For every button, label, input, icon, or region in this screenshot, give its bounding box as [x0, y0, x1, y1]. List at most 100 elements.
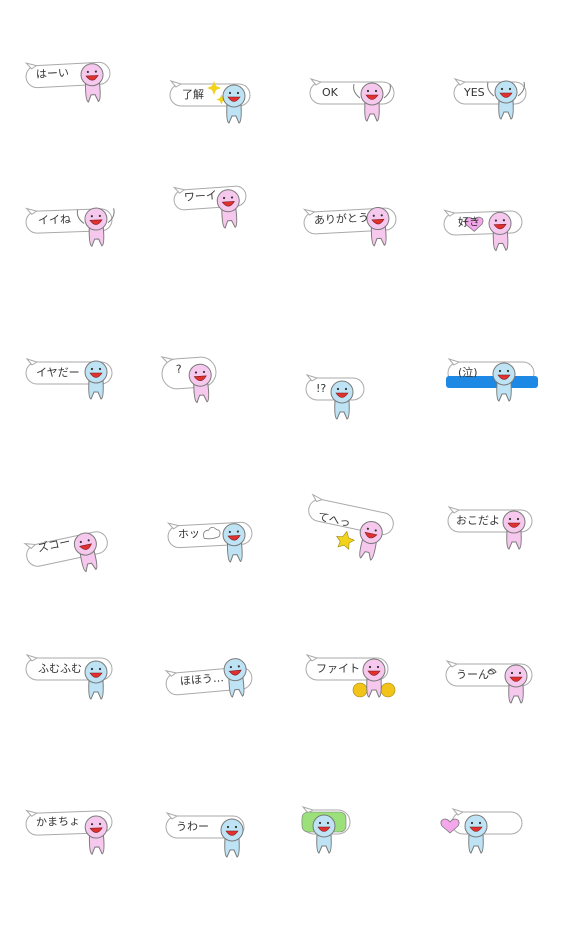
character-eye — [79, 540, 82, 544]
character-eye — [508, 87, 512, 91]
speech-bubble-tail — [23, 542, 37, 550]
character-head — [223, 658, 247, 682]
character-body — [364, 101, 380, 122]
character-blue — [223, 658, 247, 698]
character-pink — [80, 63, 104, 103]
character-body — [88, 226, 105, 247]
sticker-cell[interactable]: イイね — [22, 180, 162, 330]
sticker-cell[interactable]: (泣) — [442, 338, 562, 488]
sticker-cell[interactable]: てへっ — [302, 486, 442, 636]
character-eye — [98, 822, 102, 826]
character-body — [226, 103, 242, 124]
speech-bubble-tail — [165, 812, 179, 820]
sticker-label: かまちょ — [35, 814, 81, 829]
sticker-cell[interactable]: 了解 — [162, 44, 302, 194]
sticker-label: OK — [322, 86, 338, 99]
character-mouth — [221, 200, 235, 207]
sticker-label: 了解 — [182, 88, 204, 101]
character-eye — [234, 825, 238, 829]
sticker-cell[interactable]: うわー — [162, 790, 302, 940]
character-blue — [84, 660, 108, 700]
speech-bubble-tail — [172, 186, 186, 194]
character-body — [498, 99, 514, 120]
sticker-cell[interactable]: ズコー — [22, 486, 162, 636]
character-eye — [228, 91, 232, 95]
character-mouth — [228, 669, 242, 676]
character-eye — [90, 215, 93, 218]
character-eye — [98, 214, 101, 218]
character-eye — [90, 667, 94, 671]
sticker-cell[interactable]: ? — [160, 338, 302, 488]
character-body — [359, 538, 377, 561]
character-eye — [374, 89, 378, 93]
character-pink — [366, 207, 390, 247]
character-pink — [188, 363, 212, 404]
character-body — [221, 207, 238, 229]
character-head — [73, 532, 97, 556]
character-blue — [84, 360, 108, 400]
character-pink — [360, 82, 384, 122]
sticker-cell[interactable]: 好き — [442, 180, 562, 330]
sticker-cell[interactable]: ホッ — [162, 486, 302, 636]
sticker-cell[interactable]: ファイト — [302, 640, 442, 790]
character-pink — [502, 510, 526, 550]
character-blue — [220, 818, 244, 858]
character-mouth — [89, 372, 103, 378]
character-mouth — [225, 830, 239, 836]
character-eye — [90, 823, 94, 826]
sticker-cell[interactable]: ふむふむ — [22, 640, 162, 790]
sticker-graphic — [25, 358, 113, 400]
character-mouth — [499, 92, 513, 98]
sticker-cell[interactable] — [440, 790, 562, 940]
character-pink — [216, 189, 240, 229]
sticker-graphic — [305, 374, 365, 420]
character-eye — [237, 665, 240, 668]
speech-bubble-tail — [24, 62, 38, 70]
sticker-label: ホッ — [177, 526, 201, 541]
sticker-cell[interactable]: うーん — [442, 640, 562, 790]
character-eye — [498, 369, 502, 373]
tear-water-icon — [446, 376, 538, 388]
sticker-cell[interactable]: ほほう… — [162, 640, 302, 790]
sticker-cell[interactable]: YES — [442, 44, 562, 194]
sticker-graphic — [453, 78, 527, 120]
character-mouth — [469, 826, 483, 832]
character-head — [488, 211, 512, 235]
character-blue — [492, 362, 516, 402]
character-mouth — [89, 672, 103, 678]
sticker-graphic — [446, 358, 538, 402]
sticker-cell[interactable]: イヤだー — [22, 338, 162, 488]
character-eye — [202, 370, 206, 374]
sticker-cell[interactable]: かまちょ — [22, 790, 162, 940]
speech-bubble-tail — [166, 522, 180, 530]
sticker-cell[interactable]: はーい — [22, 44, 162, 194]
character-head — [84, 660, 108, 684]
character-eye — [90, 367, 94, 371]
sticker-cell[interactable] — [301, 790, 442, 940]
character-body — [84, 81, 101, 103]
sticker-cell[interactable]: ありがとう — [302, 180, 442, 330]
sticker-label: おこだよ — [456, 514, 500, 527]
character-eye — [222, 196, 226, 200]
speech-bubble-tail — [301, 806, 315, 814]
sticker-graphic — [443, 209, 523, 252]
sticker-cell[interactable]: OK — [302, 44, 442, 194]
sticker-cell[interactable]: !? — [302, 338, 442, 488]
character-eye — [366, 89, 370, 93]
character-head — [312, 814, 336, 838]
speech-bubble-tail — [443, 209, 456, 217]
sticker-label: ファイト — [316, 662, 360, 675]
sticker-label: ふむふむ — [38, 662, 82, 675]
character-eye — [230, 196, 234, 199]
sticker-cell[interactable]: ワーイ — [162, 180, 302, 330]
sticker-graphic — [301, 806, 351, 854]
character-eye — [98, 367, 102, 371]
sticker-label: 好き — [457, 215, 481, 229]
speech-bubble-tail — [309, 78, 323, 86]
character-head — [330, 380, 354, 404]
sticker-cell[interactable]: おこだよ — [442, 486, 562, 636]
character-mouth — [79, 543, 92, 550]
raised-arms-icon — [487, 81, 525, 97]
character-head — [188, 363, 212, 387]
character-eye — [194, 371, 198, 374]
